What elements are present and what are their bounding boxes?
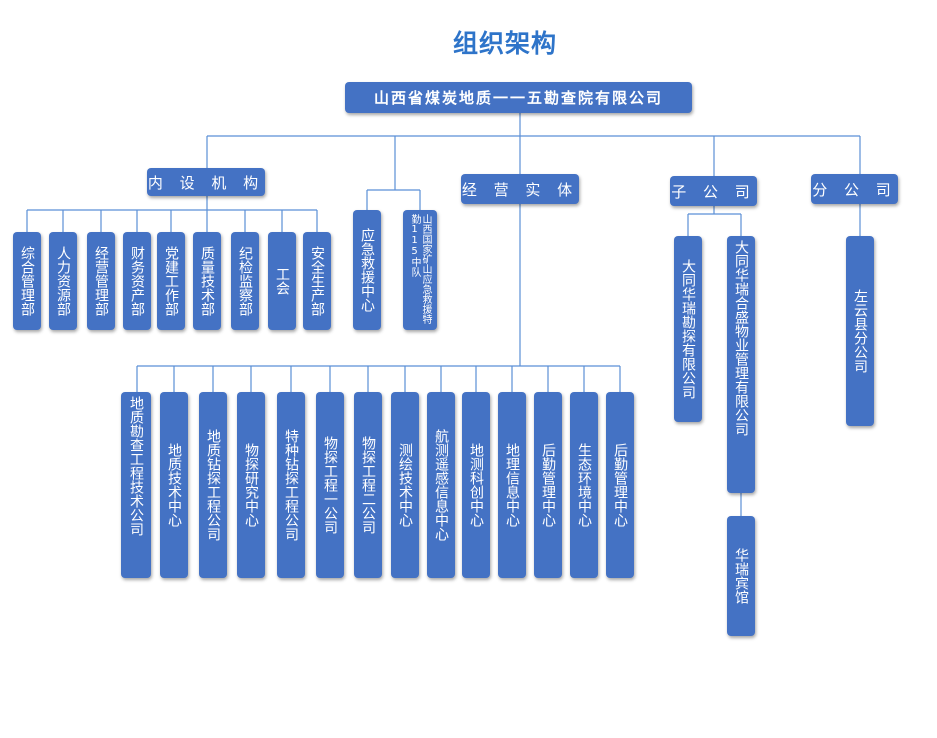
- business-box: 后勤管理中心: [606, 392, 634, 578]
- business-box: 生态环境中心: [570, 392, 598, 578]
- dept-box: 综合管理部: [13, 232, 41, 330]
- dept-box: 财务资产部: [123, 232, 151, 330]
- business-box: 物探工程二公司: [354, 392, 382, 578]
- business-box: 地质技术中心: [160, 392, 188, 578]
- root-company-box: 山西省煤炭地质一一五勘查院有限公司: [345, 82, 692, 113]
- page-title: 组织架构: [452, 29, 557, 58]
- internal-dept-header: 内 设 机 构: [147, 168, 265, 196]
- branch-box: 左云县分公司: [846, 236, 874, 426]
- subsidiary-header: 子 公 司: [670, 176, 757, 206]
- dept-box: 经营管理部: [87, 232, 115, 330]
- dept-box: 人力资源部: [49, 232, 77, 330]
- branch-header: 分 公 司: [811, 174, 898, 204]
- business-box: 地质勘查工程技术公司: [121, 392, 151, 578]
- business-box: 后勤管理中心: [534, 392, 562, 578]
- business-box: 地测科创中心: [462, 392, 490, 578]
- business-box: 物探工程一公司: [316, 392, 344, 578]
- dept-box: 党建工作部: [157, 232, 185, 330]
- dept-box: 质量技术部: [193, 232, 221, 330]
- business-box: 测绘技术中心: [391, 392, 419, 578]
- dept-box: 安全生产部: [303, 232, 331, 330]
- dept-box: 工会: [268, 232, 296, 330]
- business-box: 航测遥感信息中心: [427, 392, 455, 578]
- dept-box: 纪检监察部: [231, 232, 259, 330]
- hotel-box: 华瑞宾馆: [727, 516, 755, 636]
- business-box: 物探研究中心: [237, 392, 265, 578]
- business-box: 地质钻探工程公司: [199, 392, 227, 578]
- subsidiary-box: 大同华瑞合盛物业管理有限公司: [727, 236, 755, 493]
- subsidiary-box: 大同华瑞勘探有限公司: [674, 236, 702, 422]
- business-entity-header: 经 营 实 体: [461, 174, 579, 204]
- business-box: 地理信息中心: [498, 392, 526, 578]
- emergency-center-box: 应急救援中心: [353, 210, 381, 330]
- business-box: 特种钻探工程公司: [277, 392, 305, 578]
- rescue-team-box: 山西国家矿山应急救援特勤115中队: [403, 210, 437, 330]
